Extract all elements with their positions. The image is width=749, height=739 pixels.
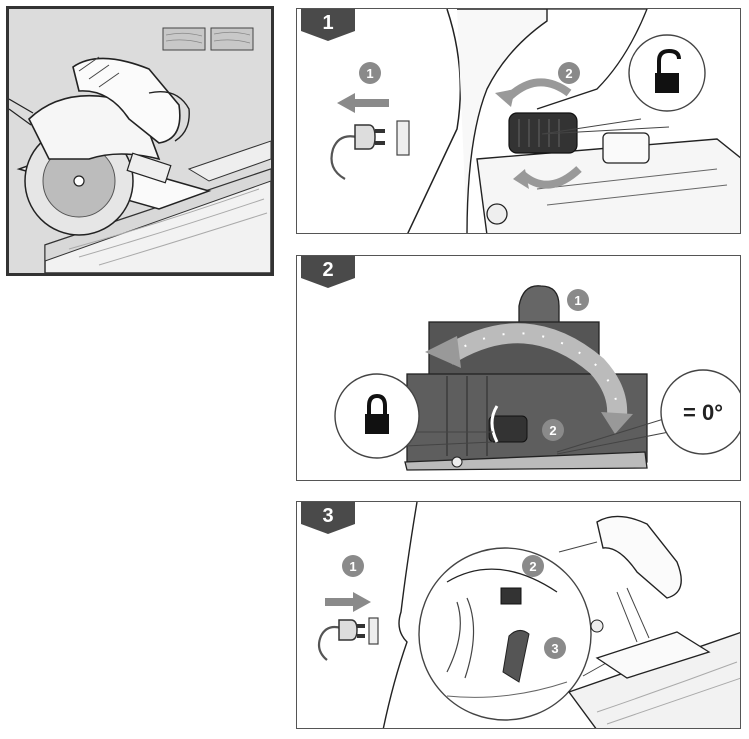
marker-circle [342,555,364,577]
step-1-panel: 1 1 [296,8,741,234]
marker-label: 1 [574,293,581,308]
locked-padlock-icon [365,393,389,434]
bevel-lock-lever [508,112,578,154]
marker-circle [542,419,564,441]
saw-on-wood [567,515,740,728]
marker-label: 2 [529,559,536,574]
cut-away-line [382,502,418,728]
marker-label: 3 [551,641,558,656]
tilt-arc-arrow-icon [425,323,633,434]
step-number: 1 [322,12,333,34]
step-number: 3 [322,505,333,527]
marker-circle [558,62,580,84]
bevel-lock-lever [488,405,528,443]
power-plug-icon [330,120,410,180]
marker-circle [359,62,381,84]
plug-in-arrow-icon [325,592,371,612]
step-2-panel: 2 1 2 [296,255,741,481]
wood-board [44,140,271,273]
marker-circle [544,637,566,659]
step-badge: 2 [301,256,355,288]
saw-body [9,56,190,184]
marker-circle [567,289,589,311]
rotate-arrows-icon [495,78,582,189]
step-3-panel: 3 1 2 3 [296,501,741,729]
saw-lever-mechanism [407,9,740,233]
marker-label: 1 [349,559,356,574]
trigger-detail [446,568,568,698]
marker-label: 1 [366,66,373,81]
unplug-arrow-icon [337,93,389,113]
marker-label: 2 [565,66,572,81]
step-badge: 3 [301,502,355,534]
unlocked-padlock-icon [655,48,681,93]
step-badge: 1 [301,9,355,41]
power-plug-icon [317,617,379,661]
marker-label: 2 [549,423,556,438]
overview-illustration [6,6,274,276]
angle-label: = 0° [683,400,723,425]
magnify-callout [418,547,592,721]
marker-circle [522,555,544,577]
wood-swatch-icons [162,27,254,51]
step-number: 2 [322,259,333,281]
callout-circle [660,369,740,455]
